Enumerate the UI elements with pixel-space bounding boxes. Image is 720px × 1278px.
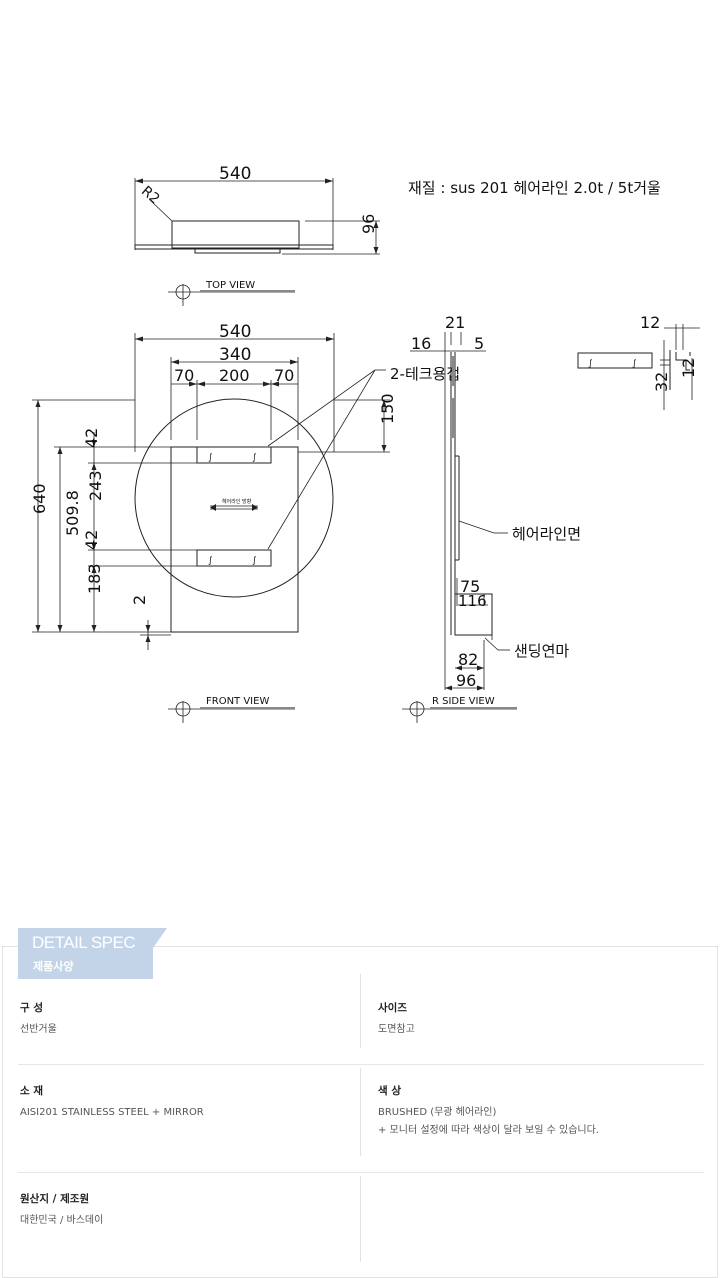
- svg-text:∫: ∫: [208, 453, 213, 463]
- detail-view: ∫ ∫ 12 32 12: [577, 313, 700, 410]
- svg-text:∫: ∫: [252, 556, 257, 566]
- spec-value: AISI201 STAINLESS STEEL + MIRROR: [20, 1107, 204, 1118]
- spec-value: 선반거울: [20, 1024, 57, 1035]
- divider: [18, 1064, 704, 1065]
- material-note: 재질 : sus 201 헤어라인 2.0t / 5t거울: [408, 179, 661, 197]
- callout-weld: 2-테크용접: [390, 365, 460, 383]
- front-dim-right: 70: [274, 366, 294, 385]
- front-dim-upper-slot: 42: [82, 428, 101, 448]
- spec-cell-composition: 구 성 선반거울: [20, 1000, 57, 1039]
- front-dim-panel-height: 509.8: [63, 490, 82, 536]
- front-dim-small: 2: [130, 595, 149, 605]
- front-dim-total-width: 540: [219, 322, 251, 342]
- detail-dim-32: 32: [652, 372, 671, 392]
- callout-sanding: 샌딩연마: [514, 642, 569, 660]
- side-dim-82: 82: [458, 650, 478, 669]
- top-dim-width: 540: [219, 164, 251, 184]
- front-dim-bottom: 183: [85, 563, 104, 594]
- top-view-caption: TOP VIEW: [205, 280, 255, 291]
- spec-cell-origin: 원산지 / 제조원 대한민국 / 바스데이: [20, 1191, 103, 1230]
- divider: [360, 1068, 361, 1156]
- divider: [18, 1172, 704, 1173]
- top-dim-radius: R2: [138, 183, 163, 207]
- spec-note: + 모니터 설정에 따라 색상이 달라 보일 수 있습니다.: [378, 1125, 599, 1136]
- spec-value: BRUSHED (무광 헤어라인): [378, 1107, 497, 1118]
- detail-dim-12-side: 12: [679, 358, 698, 378]
- spec-label: 소 재: [20, 1085, 43, 1097]
- front-dim-shelf-width: 340: [219, 345, 251, 365]
- front-dim-slot-gap: 243: [86, 470, 105, 501]
- svg-text:∫: ∫: [208, 556, 213, 566]
- svg-text:∫: ∫: [252, 453, 257, 463]
- hairline-direction-label: 헤어라인 방향: [222, 498, 252, 505]
- front-view: 540 340 70 200 70 ∫ ∫ ∫ ∫ 헤어라인 방향: [30, 322, 460, 723]
- side-view-caption: R SIDE VIEW: [432, 696, 495, 707]
- spec-label: 구 성: [20, 1002, 43, 1014]
- spec-value: 도면참고: [378, 1024, 415, 1035]
- front-dim-top-offset: 150: [378, 393, 397, 424]
- divider: [360, 974, 361, 1048]
- front-dim-lower-slot: 42: [82, 530, 101, 550]
- top-dim-depth: 96: [359, 214, 378, 234]
- spec-label: 원산지 / 제조원: [20, 1193, 90, 1205]
- side-dim-top: 21: [445, 313, 465, 332]
- spec-label: 색 상: [378, 1085, 401, 1097]
- svg-text:∫: ∫: [588, 359, 593, 369]
- detail-spec-section: DETAIL SPEC 제품사양 구 성 선반거울 사이즈 도면참고 소 재 A…: [0, 928, 720, 1278]
- spec-tag-title: DETAIL SPEC: [32, 933, 136, 952]
- technical-drawing: 재질 : sus 201 헤어라인 2.0t / 5t거울 540 R2 96 …: [30, 164, 700, 723]
- callout-hairline: 헤어라인면: [512, 525, 581, 543]
- side-dim-right: 5: [474, 334, 484, 353]
- svg-text:∫: ∫: [632, 359, 637, 369]
- side-dim-left: 16: [411, 334, 431, 353]
- spec-label: 사이즈: [378, 1002, 407, 1014]
- spec-tag: DETAIL SPEC 제품사양: [18, 928, 167, 979]
- spec-cell-material: 소 재 AISI201 STAINLESS STEEL + MIRROR: [20, 1083, 204, 1122]
- side-dim-shelf-75: 75: [460, 577, 480, 596]
- front-view-caption: FRONT VIEW: [206, 696, 269, 707]
- spec-tag-subtitle: 제품사양: [33, 960, 74, 973]
- spec-cell-color: 색 상 BRUSHED (무광 헤어라인) + 모니터 설정에 따라 색상이 달…: [378, 1083, 599, 1140]
- side-dim-96: 96: [456, 671, 476, 690]
- detail-dim-12-top: 12: [640, 313, 660, 332]
- divider: [360, 1176, 361, 1262]
- spec-cell-size: 사이즈 도면참고: [378, 1000, 415, 1039]
- side-view: 21 16 5 75 116 헤어라인면 샌딩연마 82 9: [402, 313, 581, 723]
- spec-value: 대한민국 / 바스데이: [20, 1215, 104, 1226]
- front-dim-total-height: 640: [30, 483, 49, 514]
- top-view: 540 R2 96 TOP VIEW: [134, 164, 380, 306]
- side-dim-shelf-116: 116: [458, 592, 487, 610]
- front-dim-mid: 200: [219, 366, 250, 385]
- front-dim-left: 70: [174, 366, 194, 385]
